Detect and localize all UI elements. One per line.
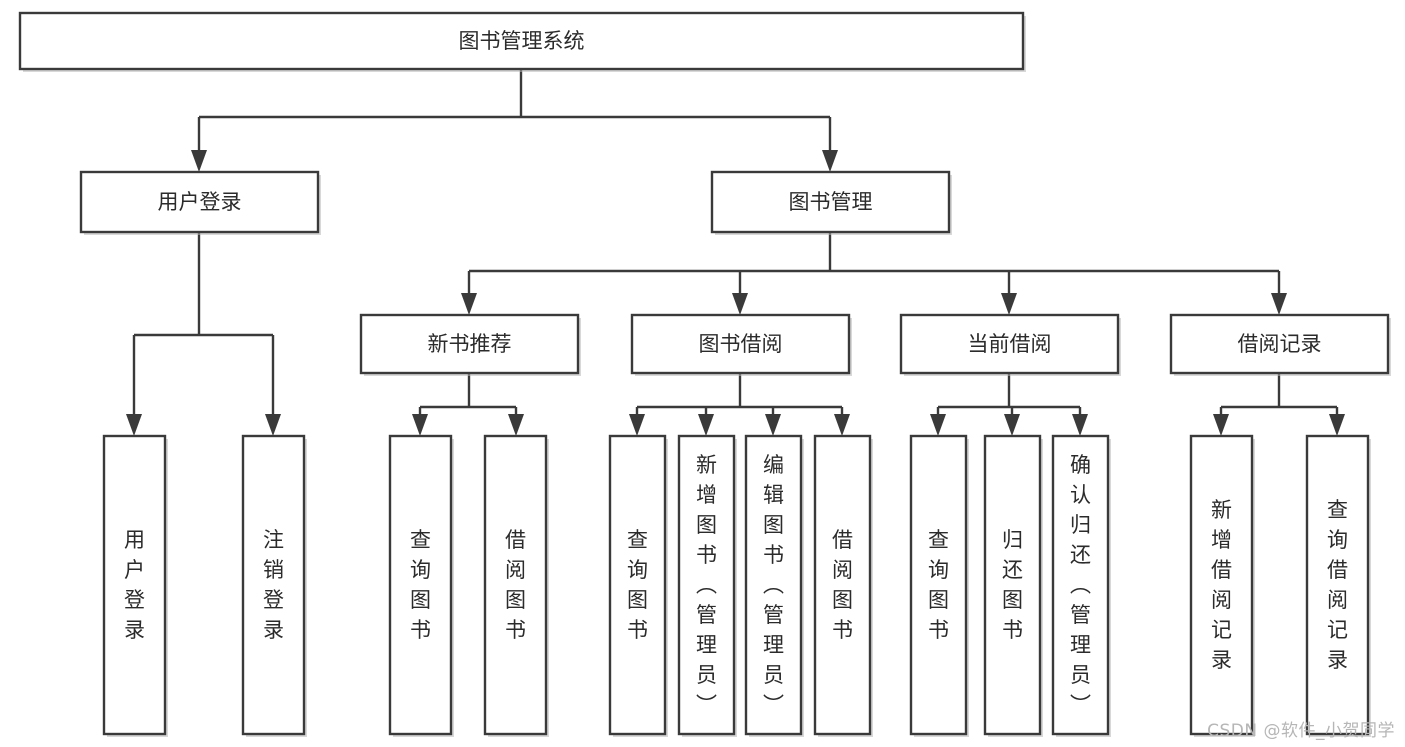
node-borrow-record[interactable]: 借阅记录	[1169, 313, 1391, 376]
node-book-manage-label: 图书管理	[789, 190, 873, 214]
node-leaf-edit-book-admin[interactable]: 编辑图书︵管理员︶	[744, 434, 804, 737]
node-new-book-recommend-rect[interactable]	[359, 313, 580, 375]
node-leaf-add-book-admin[interactable]: 新增图书︵管理员︶	[677, 434, 737, 737]
node-leaf-return-book-rect[interactable]	[983, 434, 1042, 736]
node-leaf-query-book-borrow[interactable]: 查询图书	[608, 434, 668, 737]
connector-layer	[126, 69, 1345, 436]
node-borrow-record-label: 借阅记录	[1238, 332, 1322, 356]
node-leaf-query-borrow-record-label: 查询借阅记录	[1327, 498, 1348, 672]
leaf-drop-borrow-record-1-arrowhead	[1329, 414, 1345, 436]
node-leaf-borrow-book-rect[interactable]	[813, 434, 872, 736]
node-root-rect[interactable]	[18, 11, 1025, 71]
node-borrow-record-rect[interactable]	[1169, 313, 1390, 375]
node-leaf-borrow-book[interactable]: 借阅图书	[813, 434, 873, 737]
node-leaf-user-logout[interactable]: 注销登录	[241, 434, 307, 737]
node-leaf-query-borrow-record[interactable]: 查询借阅记录	[1305, 434, 1371, 737]
node-root-label: 图书管理系统	[459, 29, 585, 53]
node-root[interactable]: 图书管理系统	[18, 11, 1026, 72]
node-leaf-add-borrow-record-label: 新增借阅记录	[1211, 498, 1232, 672]
node-leaf-add-borrow-record-rect[interactable]	[1189, 434, 1254, 736]
node-leaf-add-book-admin-label: 新增图书︵管理员︶	[696, 453, 717, 717]
node-user-login-rect[interactable]	[79, 170, 320, 234]
node-leaf-edit-book-admin-label: 编辑图书︵管理员︶	[763, 453, 784, 717]
node-leaf-user-login[interactable]: 用户登录	[102, 434, 168, 737]
leaf-drop-current-borrow-1-arrowhead	[1004, 414, 1020, 436]
level2-drop-1-arrowhead	[822, 150, 838, 172]
node-leaf-confirm-return-admin-label: 确认归还︵管理员︶	[1070, 453, 1091, 717]
node-leaf-return-book[interactable]: 归还图书	[983, 434, 1043, 737]
leaf-drop-book-borrow-1-arrowhead	[698, 414, 714, 436]
leaf-drop-current-borrow-0-arrowhead	[930, 414, 946, 436]
leaf-drop-book-borrow-3-arrowhead	[834, 414, 850, 436]
node-leaf-borrow-book-rec-label: 借阅图书	[505, 528, 526, 642]
node-leaf-query-book-cur[interactable]: 查询图书	[909, 434, 969, 737]
level3-drop-0-arrowhead	[461, 293, 477, 315]
node-leaf-borrow-book-rec[interactable]: 借阅图书	[483, 434, 549, 737]
node-book-manage-rect[interactable]	[710, 170, 951, 234]
node-leaf-query-book-rec-label: 查询图书	[410, 528, 431, 642]
leaf-drop-new-book-recommend-0-arrowhead	[412, 414, 428, 436]
node-leaf-query-book-cur-label: 查询图书	[928, 528, 949, 642]
node-leaf-query-book-borrow-label: 查询图书	[627, 528, 648, 642]
node-new-book-recommend-label: 新书推荐	[428, 332, 512, 356]
level3-drop-3-arrowhead	[1271, 293, 1287, 315]
level3-drop-1-arrowhead	[732, 293, 748, 315]
node-leaf-query-book-rec-rect[interactable]	[388, 434, 453, 736]
level2-drop-0-arrowhead	[191, 150, 207, 172]
node-leaf-confirm-return-admin-rect[interactable]	[1051, 434, 1110, 736]
leaf-drop-user-login-1-arrowhead	[265, 414, 281, 436]
node-leaf-query-book-cur-rect[interactable]	[909, 434, 968, 736]
node-current-borrow[interactable]: 当前借阅	[899, 313, 1121, 376]
node-new-book-recommend[interactable]: 新书推荐	[359, 313, 581, 376]
leaf-drop-book-borrow-0-arrowhead	[629, 414, 645, 436]
node-current-borrow-label: 当前借阅	[968, 332, 1052, 356]
leaf-drop-borrow-record-0-arrowhead	[1213, 414, 1229, 436]
node-book-borrow-rect[interactable]	[630, 313, 851, 375]
node-leaf-return-book-label: 归还图书	[1002, 528, 1023, 642]
leaf-drop-new-book-recommend-1-arrowhead	[508, 414, 524, 436]
node-leaf-add-book-admin-rect[interactable]	[677, 434, 736, 736]
node-user-login[interactable]: 用户登录	[79, 170, 321, 235]
node-leaf-add-borrow-record[interactable]: 新增借阅记录	[1189, 434, 1255, 737]
level3-drop-2-arrowhead	[1001, 293, 1017, 315]
node-leaf-confirm-return-admin[interactable]: 确认归还︵管理员︶	[1051, 434, 1111, 737]
node-leaf-query-borrow-record-rect[interactable]	[1305, 434, 1370, 736]
node-leaf-user-logout-label: 注销登录	[263, 528, 284, 642]
node-layer: 图书管理系统用户登录图书管理新书推荐图书借阅当前借阅借阅记录用户登录注销登录查询…	[18, 11, 1391, 737]
node-leaf-edit-book-admin-rect[interactable]	[744, 434, 803, 736]
node-current-borrow-rect[interactable]	[899, 313, 1120, 375]
node-book-borrow-label: 图书借阅	[699, 332, 783, 356]
node-leaf-query-book-rec[interactable]: 查询图书	[388, 434, 454, 737]
node-book-manage[interactable]: 图书管理	[710, 170, 952, 235]
node-book-borrow[interactable]: 图书借阅	[630, 313, 852, 376]
leaf-drop-user-login-0-arrowhead	[126, 414, 142, 436]
node-leaf-query-book-borrow-rect[interactable]	[608, 434, 667, 736]
node-leaf-borrow-book-label: 借阅图书	[832, 528, 853, 642]
node-leaf-borrow-book-rec-rect[interactable]	[483, 434, 548, 736]
leaf-drop-book-borrow-2-arrowhead	[765, 414, 781, 436]
node-leaf-user-logout-rect[interactable]	[241, 434, 306, 736]
node-leaf-user-login-label: 用户登录	[124, 528, 145, 642]
node-leaf-user-login-rect[interactable]	[102, 434, 167, 736]
leaf-drop-current-borrow-2-arrowhead	[1072, 414, 1088, 436]
node-user-login-label: 用户登录	[158, 190, 242, 214]
